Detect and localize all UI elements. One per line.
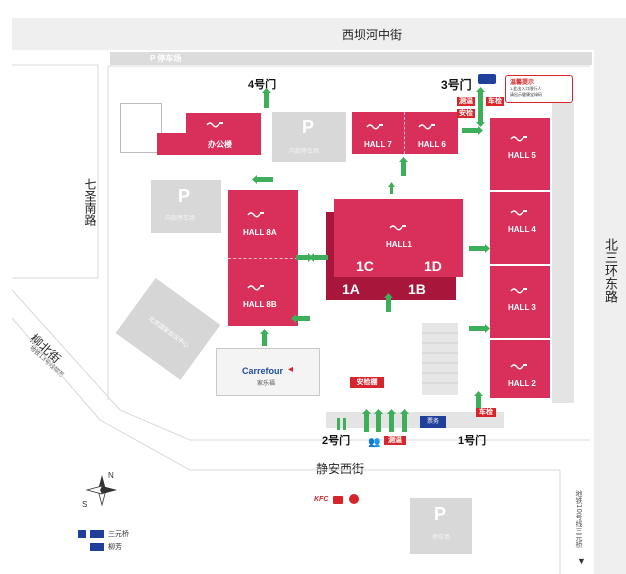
zone-1c-label: 1C xyxy=(356,258,374,274)
legend-badge-1 xyxy=(90,530,104,538)
exhibition-logo-icon xyxy=(366,124,383,130)
street-south: 静安西街 xyxy=(316,462,365,476)
compass-n: N xyxy=(108,471,114,480)
bottom-parking-label: 停车场 xyxy=(432,535,451,541)
north-road xyxy=(12,18,612,50)
notice-line-1: 1.此出入口限行人 xyxy=(510,86,542,91)
down-arrow-icon: ▼ xyxy=(577,556,586,566)
building-outline-left xyxy=(120,103,162,153)
exhibition-logo-icon xyxy=(247,212,264,218)
hall-1-label: HALL1 xyxy=(386,240,412,249)
legend-label-1: 三元桥 xyxy=(108,531,129,538)
zone-1d-label: 1D xyxy=(424,258,442,274)
exhibition-logo-icon xyxy=(206,122,223,128)
gate-4-label: 4号门 xyxy=(248,79,277,91)
hall-1-block xyxy=(334,199,463,277)
bottom-parking xyxy=(410,498,472,554)
zone-1a-label: 1A xyxy=(342,281,360,297)
office-label: 办公楼 xyxy=(208,140,232,149)
carrefour-building xyxy=(216,348,320,396)
exhibition-logo-icon xyxy=(510,210,527,216)
gate3-security-tag: 安检 xyxy=(457,109,475,118)
exhibition-logo-icon xyxy=(510,136,527,142)
kfc-icon: KFC xyxy=(314,496,329,503)
security-area-tag: 安检棚 xyxy=(350,377,384,388)
parking-b-letter: P xyxy=(178,186,191,206)
hall-5-block xyxy=(490,118,550,190)
compass-icon xyxy=(85,475,117,507)
legend-label-2: 柳芳 xyxy=(108,544,122,551)
office-building-wing xyxy=(157,133,197,155)
hall-7-label: HALL 7 xyxy=(364,140,392,149)
notice-line-2: 请出示健康宝绿码 xyxy=(510,92,542,97)
carrefour-sub: 家乐福 xyxy=(257,381,276,387)
hall-6-label: HALL 6 xyxy=(418,140,446,149)
street-north: 西坝河中街 xyxy=(342,28,403,42)
legend-badge-2 xyxy=(90,543,104,551)
hall-3-block xyxy=(490,266,550,338)
hall-5-label: HALL 5 xyxy=(508,151,536,160)
hall-7-6-block xyxy=(352,112,458,154)
gate-1-label: 1号门 xyxy=(458,435,487,447)
west-road xyxy=(12,65,98,275)
mcdonalds-icon xyxy=(333,496,343,504)
east-side-strip xyxy=(552,103,574,403)
east-road xyxy=(594,18,626,574)
street-east: 北三环东路 xyxy=(602,238,617,303)
exhibition-logo-icon xyxy=(418,124,435,130)
hall-8a-label: HALL 8A xyxy=(243,228,277,237)
gate3-temp-tag: 测温 xyxy=(457,97,475,106)
top-parking-label: P 停车场 xyxy=(150,54,182,63)
exhibition-logo-icon xyxy=(247,285,264,291)
carrefour-logo-icon: ◂ xyxy=(288,364,294,375)
pizza-icon xyxy=(349,494,359,504)
legend-dot-1 xyxy=(78,530,86,538)
gate-3-label: 3号门 xyxy=(441,78,472,92)
street-west: 七圣南路 xyxy=(83,178,97,226)
parking-a-letter: P xyxy=(302,117,315,137)
office-building xyxy=(186,113,261,155)
stairs-block xyxy=(422,323,458,395)
parking-a-label: 内部停车场 xyxy=(289,149,320,155)
hall-7-6-divider xyxy=(404,112,406,154)
hall-3-label: HALL 3 xyxy=(508,303,536,312)
hall-8-divider xyxy=(228,258,298,260)
gate-strip xyxy=(326,412,504,428)
exhibition-logo-icon xyxy=(389,225,406,231)
top-parking-strip xyxy=(110,52,592,65)
gate1-vehicle-tag: 车检 xyxy=(476,408,496,417)
pedestrian-icon: 👥 xyxy=(368,437,381,448)
gate-2-label: 2号门 xyxy=(322,435,351,447)
gate2-temp-tag: 测温 xyxy=(384,436,406,445)
compass-s: S xyxy=(82,500,88,509)
hall-2-label: HALL 2 xyxy=(508,379,536,388)
truck-icon xyxy=(478,74,496,84)
inner-parking-a xyxy=(272,112,346,162)
bottom-parking-letter: P xyxy=(434,504,447,524)
notice-title: 温馨提示 xyxy=(510,80,535,86)
parking-b-label: 内部停车场 xyxy=(165,216,196,222)
inner-parking-b xyxy=(151,180,221,233)
ticket-box: 票务 xyxy=(420,416,446,428)
hall-4-block xyxy=(490,192,550,264)
gate3-vehicle-tag: 车检 xyxy=(486,97,504,106)
exhibition-logo-icon xyxy=(510,288,527,294)
street-east-sub: 地铁10号线三元桥 xyxy=(575,490,583,548)
zone-1b-label: 1B xyxy=(408,281,426,297)
exhibition-logo-icon xyxy=(510,364,527,370)
notice-box xyxy=(505,75,573,103)
carrefour-logo: Carrefour xyxy=(242,366,284,376)
hall-4-label: HALL 4 xyxy=(508,225,536,234)
hall-8b-label: HALL 8B xyxy=(243,300,277,309)
